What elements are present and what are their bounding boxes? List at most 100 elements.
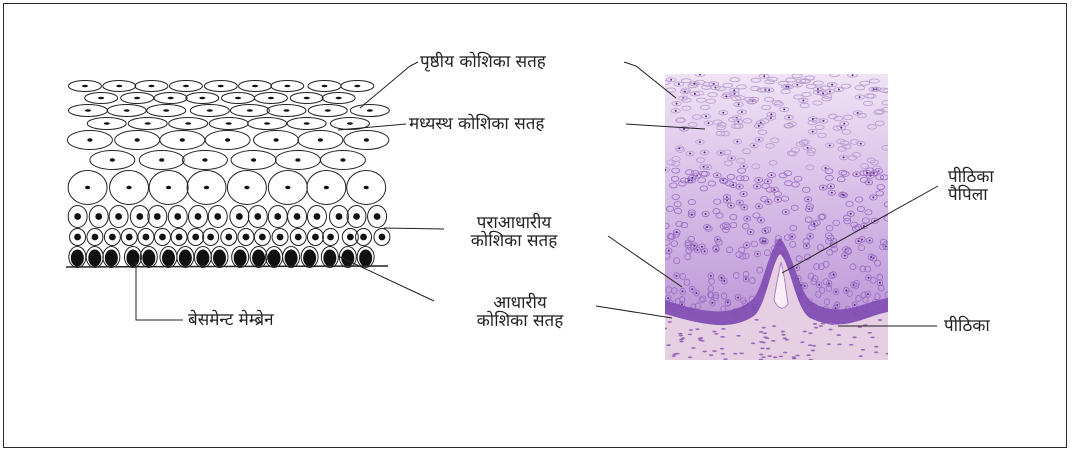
cell-nucleus: [251, 158, 256, 162]
basement-membrane-line: [66, 266, 388, 267]
cell-nucleus: [218, 85, 224, 87]
cell-nucleus: [325, 109, 331, 111]
leader-suprabasal-left: [384, 228, 444, 229]
tissue-nucleus: [676, 275, 678, 277]
cell-nucleus: [295, 234, 302, 241]
stroma-nucleus: [754, 319, 758, 321]
tissue-nucleus: [843, 156, 845, 158]
tissue-nucleus: [767, 180, 769, 182]
cell-nucleus: [185, 122, 191, 124]
cell-nucleus: [202, 158, 207, 162]
cell-nucleus: [374, 213, 381, 220]
stroma-nucleus: [668, 321, 672, 323]
cell-nucleus: [314, 213, 321, 220]
tissue-nucleus: [812, 118, 814, 120]
tissue-nucleus: [733, 93, 735, 95]
cell-nucleus: [244, 186, 249, 190]
cell-nucleus: [268, 250, 281, 267]
cell-nucleus: [243, 234, 250, 241]
stroma-nucleus: [678, 333, 682, 335]
tissue-nucleus: [860, 143, 862, 145]
cell-nucleus: [367, 109, 373, 111]
cell-nucleus: [340, 158, 345, 162]
stroma-nucleus: [771, 340, 775, 342]
tissue-nucleus: [822, 120, 824, 122]
stroma-nucleus: [733, 353, 737, 355]
tissue-nucleus: [867, 293, 869, 295]
tissue-nucleus: [828, 283, 830, 285]
stroma-nucleus: [688, 334, 692, 336]
cell-nucleus: [273, 138, 278, 142]
stroma-nucleus: [849, 344, 853, 346]
cell-nucleus: [236, 213, 243, 220]
stroma-nucleus: [763, 332, 767, 334]
cell-nucleus: [176, 234, 183, 241]
stroma-nucleus: [666, 344, 670, 346]
tissue-nucleus: [711, 302, 713, 304]
tissue-nucleus: [703, 166, 705, 168]
tissue-nucleus: [763, 75, 765, 77]
cell-nucleus: [134, 97, 140, 99]
tissue-nucleus: [706, 226, 708, 228]
cell-nucleus: [323, 250, 336, 267]
tissue-nucleus: [693, 83, 695, 85]
tissue-nucleus: [736, 141, 738, 143]
tissue-nucleus: [868, 181, 870, 183]
cell-nucleus: [303, 250, 316, 267]
histology-image: [660, 72, 892, 360]
stroma-nucleus: [688, 356, 692, 358]
stroma-nucleus: [772, 325, 776, 327]
cell-nucleus: [154, 213, 161, 220]
tissue-nucleus: [757, 253, 759, 255]
label-suprabasal-layer: पराआधारीय कोशिका सतह: [444, 214, 584, 250]
cell-nucleus: [71, 250, 84, 267]
cell-nucleus: [214, 213, 221, 220]
tissue-nucleus: [684, 91, 686, 93]
cell-nucleus: [347, 234, 354, 241]
tissue-nucleus: [844, 255, 846, 257]
tissue-nucleus: [758, 179, 760, 181]
tissue-nucleus: [681, 303, 683, 305]
tissue-nucleus: [852, 74, 854, 76]
cell-nucleus: [136, 213, 143, 220]
tissue-nucleus: [758, 205, 760, 207]
stroma-nucleus: [672, 355, 676, 357]
tissue-nucleus: [843, 194, 845, 196]
tissue-nucleus: [802, 99, 804, 101]
tissue-nucleus: [733, 89, 735, 91]
stroma-nucleus: [800, 341, 804, 343]
stroma-nucleus: [795, 355, 799, 357]
stroma-nucleus: [759, 354, 763, 356]
stroma-nucleus: [720, 348, 724, 350]
tissue-nucleus: [725, 95, 727, 97]
tissue-nucleus: [809, 235, 811, 237]
tissue-nucleus: [791, 236, 793, 238]
stroma-nucleus: [811, 350, 815, 352]
cell-nucleus: [85, 186, 90, 190]
leader-basal-right: [596, 306, 672, 318]
stroma-nucleus: [768, 355, 772, 357]
cell-nucleus: [207, 234, 214, 241]
stroma-nucleus: [739, 352, 743, 354]
stroma-nucleus: [679, 339, 683, 341]
cell-nucleus: [336, 97, 342, 99]
tissue-nucleus: [699, 73, 701, 75]
tissue-nucleus: [676, 103, 678, 105]
schematic-epithelium: [66, 78, 390, 268]
tissue-nucleus: [875, 88, 877, 90]
tissue-nucleus: [817, 88, 819, 90]
tissue-nucleus: [856, 173, 858, 175]
tissue-nucleus: [796, 84, 798, 86]
stroma-nucleus: [712, 331, 716, 333]
label-basal-line2: कोशिका सतह: [444, 312, 596, 330]
tissue-nucleus: [806, 245, 808, 247]
cell-nucleus: [110, 158, 115, 162]
label-basal-layer: आधारीय कोशिका सतह: [444, 294, 596, 330]
tissue-nucleus: [664, 169, 666, 171]
tissue-nucleus: [741, 111, 743, 113]
stroma-nucleus: [837, 343, 841, 345]
stroma-nucleus: [828, 323, 832, 325]
stroma-nucleus: [783, 352, 787, 354]
tissue-nucleus: [720, 152, 722, 154]
tissue-nucleus: [866, 172, 868, 174]
